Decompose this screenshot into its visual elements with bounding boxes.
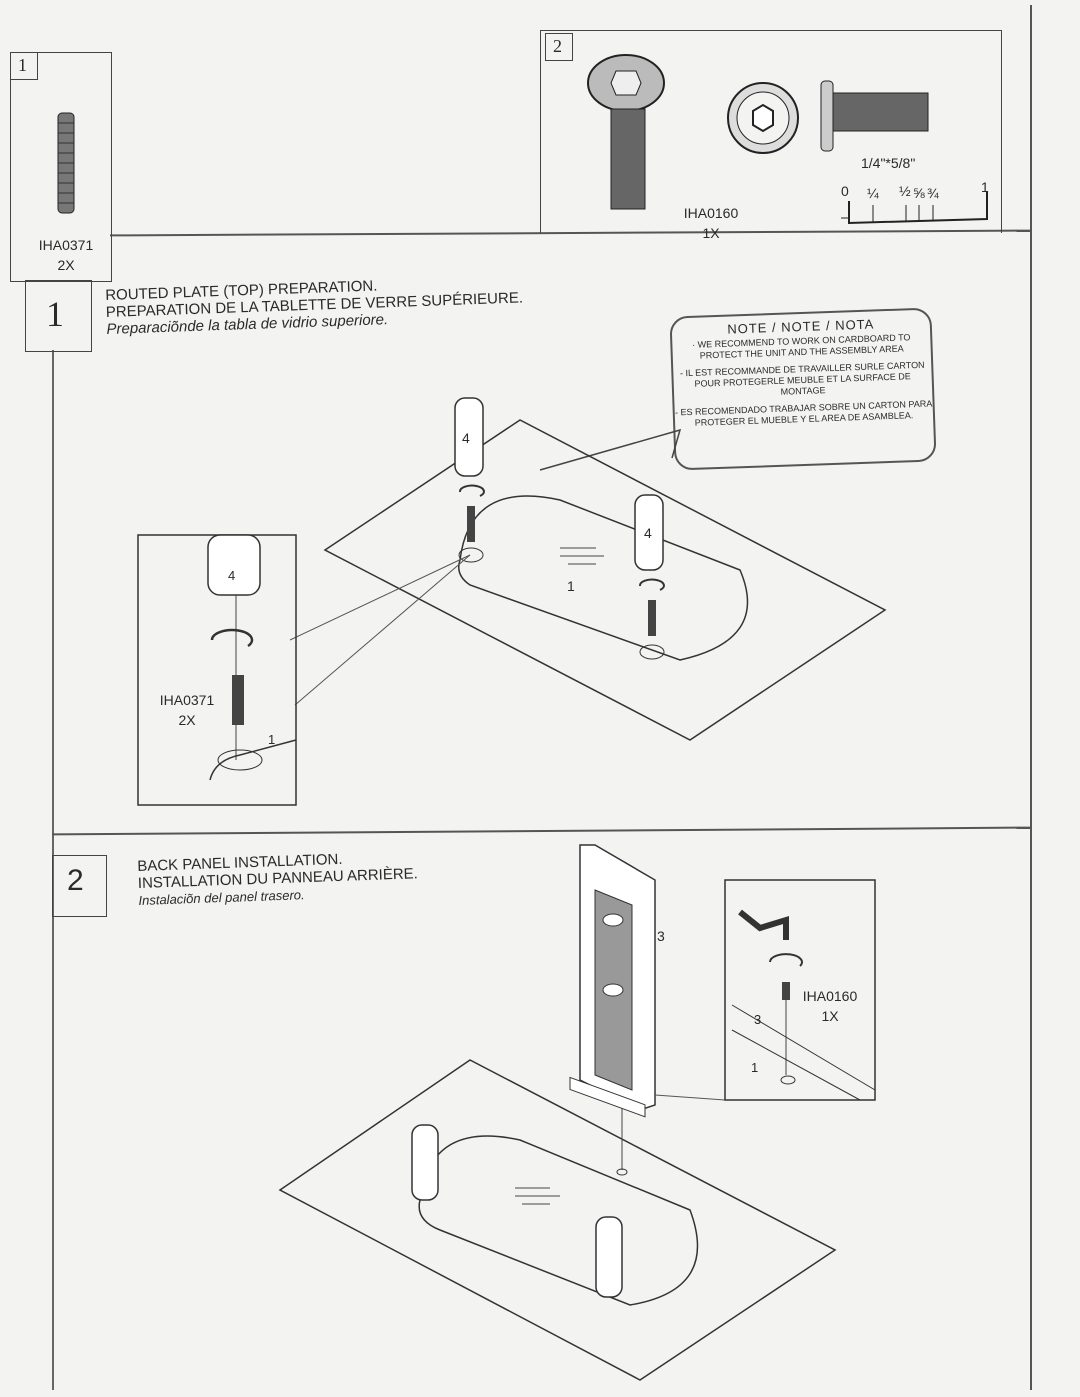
bolt-size: 1/4"*5/8" — [861, 155, 916, 171]
step-1-title: ROUTED PLATE (TOP) PREPARATION. PREPARAT… — [105, 272, 524, 337]
note-callout: NOTE / NOTE / NOTA · WE RECOMMEND TO WOR… — [669, 307, 937, 471]
label-leg: 4 — [644, 525, 652, 541]
step-1-number-box: 1 — [25, 280, 92, 352]
ruler-tick-half: ½ — [899, 183, 911, 199]
ruler-tick-three-quarters: ¾ — [927, 185, 939, 201]
label-plate: 1 — [567, 578, 575, 594]
part-qty: 2X — [57, 257, 75, 273]
part-box-number: 2 — [545, 33, 573, 61]
note-fr: - IL EST RECOMMANDE DE TRAVAILLER SURLE … — [679, 359, 925, 397]
note-en: · WE RECOMMEND TO WORK ON CARDBOARD TO P… — [692, 332, 911, 361]
threaded-rod-icon — [57, 112, 75, 214]
note-es: - ES RECOMENDADO TRABAJAR SOBRE UN CARTO… — [674, 398, 933, 428]
detail-part-qty: 1X — [821, 1008, 839, 1024]
step-2-number-box: 2 — [52, 855, 107, 917]
detail-leg-label: 4 — [228, 568, 236, 583]
part-box-2: 2 1/4"*5/8" 0 ¼ ½ ⅝ ¾ 1 IHA0160 1X — [540, 30, 1002, 241]
part-code: IHA0371 — [38, 237, 94, 253]
step-2-title: BACK PANEL INSTALLATION. INSTALLATION DU… — [137, 848, 419, 909]
part-code: IHA0160 — [683, 205, 739, 221]
detail-part-code: IHA0160 — [802, 988, 858, 1004]
detail-part-code: IHA0371 — [159, 692, 215, 708]
page-frame-right — [1030, 5, 1032, 1390]
part-qty: 1X — [702, 225, 720, 241]
detail-plate-label: 1 — [751, 1060, 759, 1075]
label-leg: 4 — [462, 430, 470, 446]
divider-step2 — [52, 826, 1030, 835]
detail-part-qty: 2X — [178, 712, 196, 728]
ruler-tick-1: 1 — [981, 179, 989, 195]
detail-plate-label: 1 — [268, 732, 276, 747]
hex-bolt-icon — [587, 54, 988, 225]
ruler-tick-quarter: ¼ — [867, 185, 879, 201]
part-box-1: 1 IHA0371 2X — [10, 52, 112, 282]
label-panel: 3 — [657, 928, 665, 944]
part-box-number: 1 — [10, 52, 38, 80]
ruler-tick-five-eighths: ⅝ — [913, 185, 925, 201]
detail-panel-label: 3 — [754, 1012, 762, 1027]
ruler-tick-0: 0 — [841, 183, 849, 199]
